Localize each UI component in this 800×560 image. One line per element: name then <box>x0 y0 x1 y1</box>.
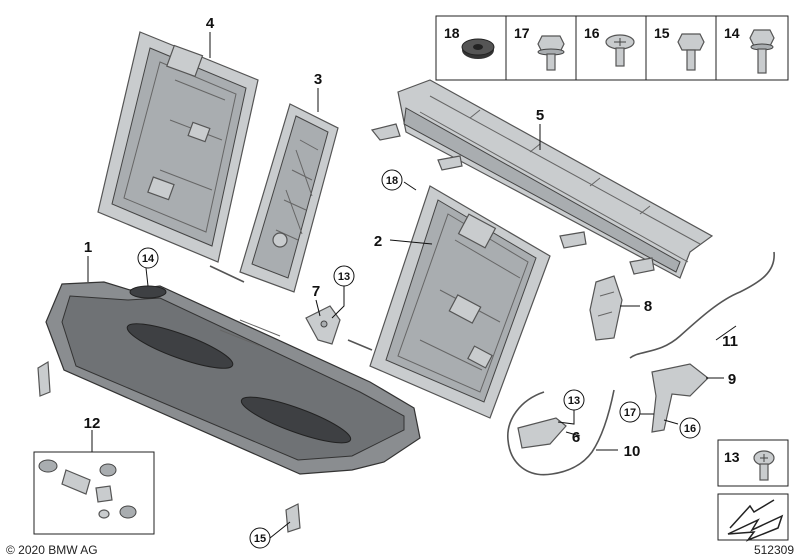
callout-11: 11 <box>722 333 738 350</box>
callout-2: 2 <box>374 233 382 250</box>
box-label-14: 14 <box>724 25 740 41</box>
circled-callout-16: 16 <box>679 417 701 439</box>
hex-bolt-long-icon <box>749 29 775 74</box>
box-label-18: 18 <box>444 25 460 41</box>
svg-text:13: 13 <box>338 271 350 283</box>
part-11-cable <box>629 251 775 359</box>
hex-bolt-icon <box>677 33 705 71</box>
circled-callout-17: 17 <box>619 401 641 423</box>
torx-screw-icon <box>605 34 635 67</box>
cables <box>209 251 775 476</box>
grommet-icon <box>461 38 495 59</box>
part-7-bracket <box>305 305 341 345</box>
callout-8: 8 <box>644 298 652 315</box>
svg-text:18: 18 <box>386 175 398 187</box>
leader-lines <box>87 32 737 539</box>
callout-5: 5 <box>536 107 544 124</box>
callout-6: 6 <box>572 429 580 446</box>
callout-10: 10 <box>624 443 641 460</box>
svg-text:17: 17 <box>624 407 636 419</box>
parts-box: 18 17 16 15 14 <box>435 15 789 81</box>
circled-callout-15: 15 <box>249 527 271 549</box>
callout-1: 1 <box>84 239 92 256</box>
orientation-box <box>717 493 789 542</box>
part-6-latch-handle <box>517 417 567 449</box>
circled-callout-14: 14 <box>137 247 159 269</box>
part-8-latch <box>589 275 623 341</box>
part-1-seat-cushion <box>37 281 421 533</box>
circled-callout-13-upper: 13 <box>333 265 355 287</box>
circled-callouts: 14 13 18 13 17 16 15 <box>137 169 701 549</box>
callout-7: 7 <box>312 283 320 300</box>
box-label-15: 15 <box>654 25 670 41</box>
box-label-17: 17 <box>514 25 530 41</box>
box-label-16: 16 <box>584 25 600 41</box>
part-9-bracket <box>651 363 709 433</box>
part-12-box <box>33 451 155 535</box>
callout-3: 3 <box>314 71 322 88</box>
hex-flange-bolt-icon <box>537 35 565 71</box>
torx-bolt-icon <box>753 450 775 481</box>
callout-4: 4 <box>206 15 215 32</box>
box-label-13: 13 <box>724 449 740 465</box>
callout-numbers: 4 3 5 2 1 7 8 11 9 6 10 12 <box>84 15 738 460</box>
part-10-cable <box>507 389 615 476</box>
callout-9: 9 <box>728 371 736 388</box>
circled-callout-13-lower: 13 <box>563 389 585 411</box>
clips-icon <box>38 459 137 519</box>
direction-arrow-icon <box>727 499 784 542</box>
part-4-backrest-frame <box>97 31 259 263</box>
part-13-box: 13 <box>717 439 789 487</box>
svg-text:15: 15 <box>254 533 266 545</box>
part-3-center-frame <box>239 103 339 293</box>
svg-text:14: 14 <box>142 253 155 265</box>
part-2-backrest-frame <box>369 185 551 419</box>
circled-callout-18: 18 <box>381 169 403 191</box>
svg-text:13: 13 <box>568 395 580 407</box>
callout-12: 12 <box>84 415 101 432</box>
svg-text:16: 16 <box>684 423 696 435</box>
diagram-id: 512309 <box>754 543 794 557</box>
copyright-text: © 2020 BMW AG <box>6 543 98 557</box>
part-5-cross-member <box>370 79 714 279</box>
